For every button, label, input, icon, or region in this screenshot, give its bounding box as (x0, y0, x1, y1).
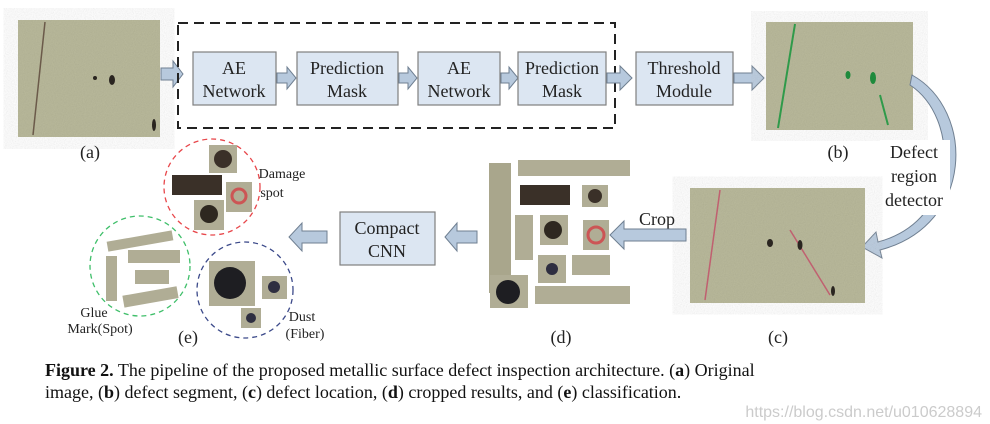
arrow-icon (288, 221, 328, 253)
damage-label: Damage (259, 167, 306, 182)
caption-line-1: Figure 2. The pipeline of the proposed m… (45, 360, 755, 380)
figure-label: Figure 2. (45, 360, 114, 380)
glue-label: Glue (80, 306, 107, 321)
svg-text:Module: Module (656, 81, 712, 101)
arrow-icon (276, 65, 297, 91)
arrow-icon (733, 64, 765, 92)
svg-text:CNN: CNN (368, 241, 406, 261)
caption-ref: b (103, 382, 114, 402)
caption-text: ) defect location, ( (255, 382, 388, 402)
cropped-results (489, 160, 630, 308)
dust-label: Dust (289, 310, 316, 325)
threshold-module-box: Threshold Module (635, 51, 734, 106)
caption-ref: d (387, 382, 398, 402)
svg-text:Compact: Compact (355, 218, 420, 238)
pipeline-diagram: (a) AE Network Prediction Mask AE Networ… (18, 20, 957, 348)
arrow-icon (398, 65, 418, 91)
arrow-icon (609, 219, 687, 251)
caption-ref: a (675, 360, 685, 380)
svg-text:Network: Network (428, 81, 491, 101)
ae-network-box-2: AE Network (417, 51, 501, 106)
arrow-icon (444, 221, 478, 253)
svg-text:Prediction: Prediction (310, 58, 384, 78)
compact-cnn-box: Compact CNN (339, 211, 436, 266)
original-image (18, 20, 160, 137)
panel-label-d: (d) (551, 327, 572, 348)
watermark: https://blog.csdn.net/u010628894 (745, 404, 982, 421)
caption-text: image, ( (45, 382, 104, 402)
damage-spot-cluster (163, 138, 261, 236)
dust-cluster (196, 241, 294, 339)
svg-text:Mask: Mask (327, 81, 367, 101)
caption-text: ) cropped results, and ( (397, 382, 564, 402)
detector-label: Defect (890, 142, 938, 162)
crop-label: Crop (639, 209, 675, 229)
panel-label-b: (b) (828, 142, 849, 163)
panel-label-c: (c) (768, 327, 788, 348)
ae-network-box-1: AE Network (192, 51, 277, 106)
caption-ref: c (247, 382, 256, 402)
panel-label-a: (a) (80, 142, 100, 163)
caption-text: The pipeline of the proposed metallic su… (113, 360, 676, 380)
caption-text: ) classification. (571, 382, 682, 402)
caption-ref: e (563, 382, 572, 402)
panel-label-e: (e) (178, 327, 198, 348)
dust-label: (Fiber) (286, 327, 325, 342)
location-image (690, 188, 865, 303)
caption-text: ) defect segment, ( (114, 382, 248, 402)
svg-text:Network: Network (203, 81, 266, 101)
svg-text:Prediction: Prediction (525, 58, 599, 78)
prediction-mask-box-1: Prediction Mask (296, 51, 399, 106)
prediction-mask-box-2: Prediction Mask (517, 51, 607, 106)
arrow-icon (500, 65, 519, 91)
svg-text:Threshold: Threshold (648, 58, 721, 78)
arrow-icon (606, 64, 633, 92)
detector-label: region (891, 166, 937, 186)
segmented-image (766, 22, 913, 130)
glue-mark-cluster (89, 215, 191, 317)
svg-text:AE: AE (447, 58, 471, 78)
svg-text:Mask: Mask (542, 81, 582, 101)
glue-label: Mark(Spot) (67, 322, 133, 337)
caption-line-2: image, (b) defect segment, (c) defect lo… (45, 382, 681, 402)
arrow-icon (160, 59, 184, 89)
caption-text: ) Original (684, 360, 755, 380)
damage-label: spot (260, 186, 283, 201)
svg-text:AE: AE (222, 58, 246, 78)
detector-label: detector (885, 190, 943, 210)
